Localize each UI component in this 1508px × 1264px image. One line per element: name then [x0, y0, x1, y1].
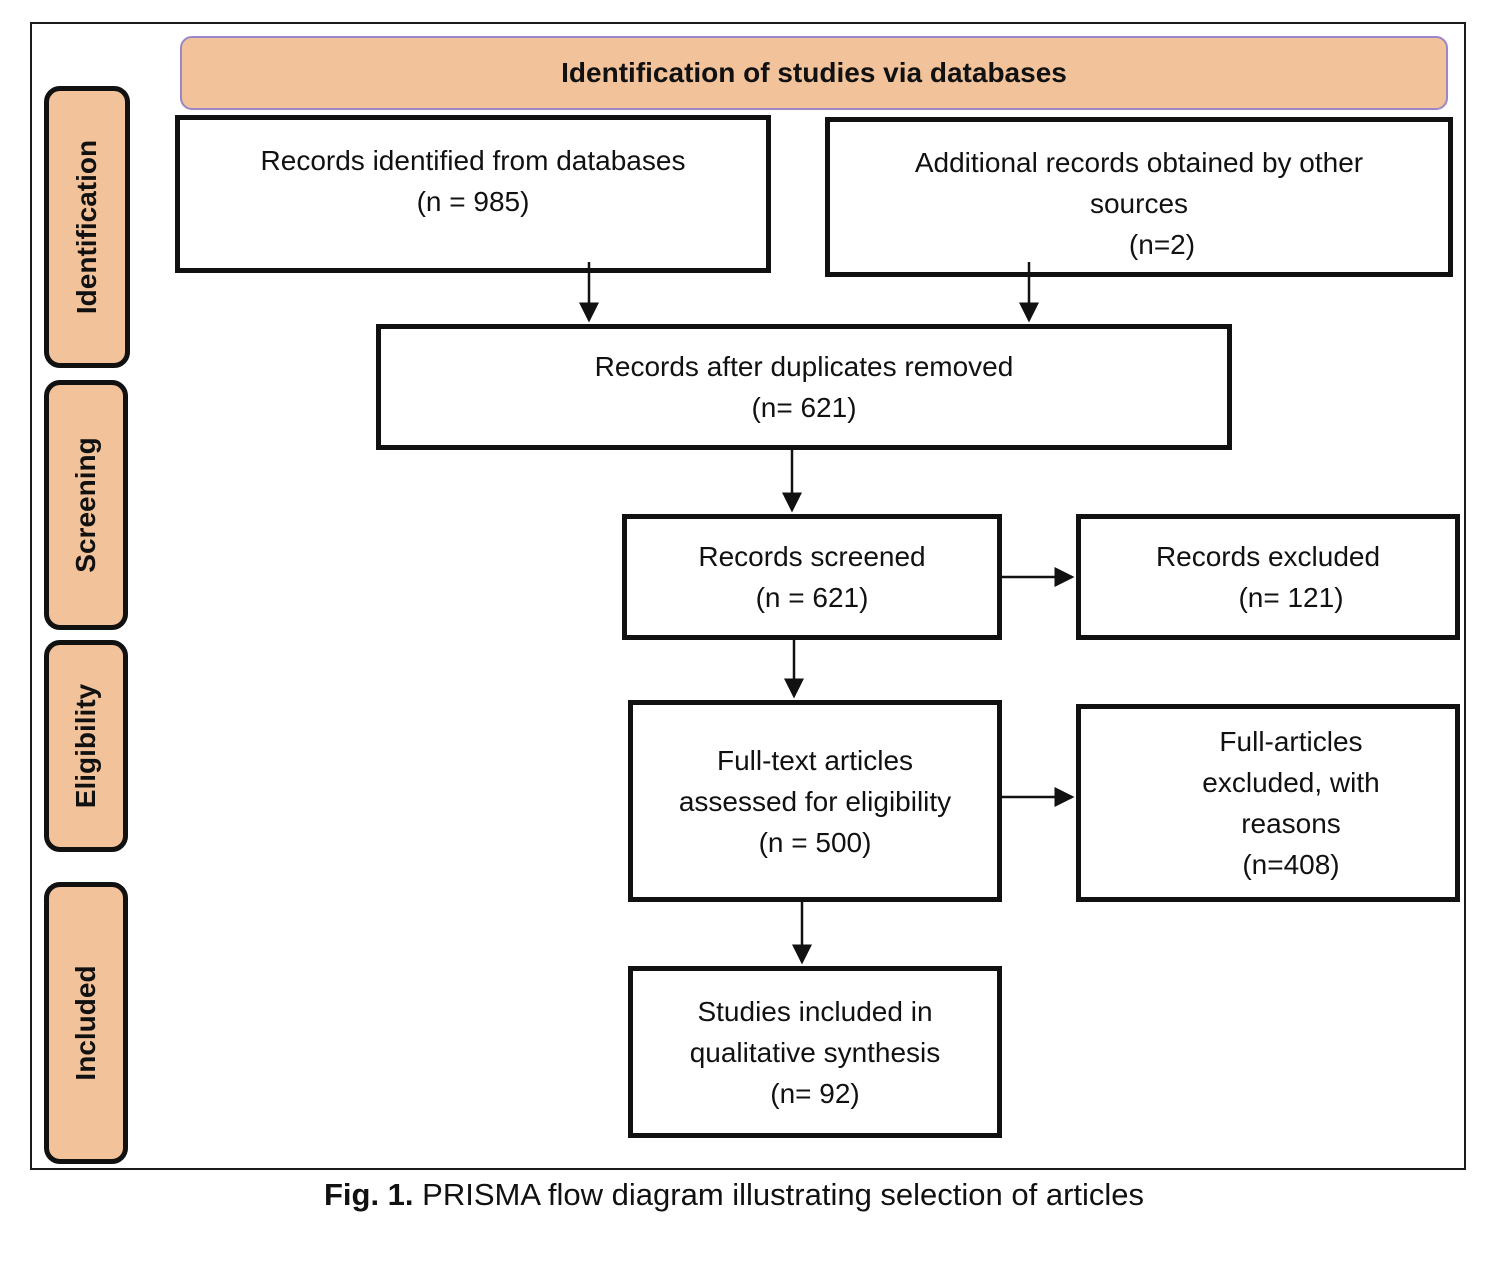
studies-included-count: (n= 92)	[770, 1077, 860, 1109]
box-full-text-assessed: Full-text articles assessed for eligibil…	[628, 700, 1002, 902]
records-identified-label: Records identified from databases	[260, 145, 686, 176]
after-duplicates-label: Records after duplicates removed	[594, 351, 1014, 382]
full-articles-excluded-label-line3: reasons	[1241, 808, 1341, 839]
studies-included-label-line1: Studies included in	[697, 995, 933, 1027]
full-articles-excluded-label-line1: Full-articles	[1219, 726, 1363, 757]
additional-records-label-line1: Additional records obtained by other	[914, 147, 1364, 178]
stage-included: Included	[44, 882, 128, 1164]
additional-records-count: (n=2)	[1128, 229, 1196, 260]
after-duplicates-count: (n= 621)	[751, 392, 857, 423]
box-full-articles-excluded: Full-articles excluded, with reasons (n=…	[1076, 704, 1460, 902]
header-title: Identification of studies via databases	[561, 57, 1067, 88]
box-records-identified: Records identified from databases (n = 9…	[175, 115, 771, 273]
box-records-screened: Records screened (n = 621)	[622, 514, 1002, 640]
figure-caption: Fig. 1. PRISMA flow diagram illustrating…	[0, 1177, 1468, 1213]
header-banner: Identification of studies via databases	[180, 36, 1448, 110]
box-additional-records: Additional records obtained by other sou…	[825, 117, 1453, 277]
records-screened-count: (n = 621)	[755, 582, 869, 613]
additional-records-label-line2: sources	[1089, 188, 1189, 219]
full-articles-excluded-count: (n=408)	[1242, 849, 1340, 880]
full-articles-excluded-label-line2: excluded, with	[1202, 767, 1380, 798]
stage-screening: Screening	[44, 380, 128, 630]
full-text-assessed-label-line1: Full-text articles	[716, 744, 914, 776]
records-identified-count: (n = 985)	[416, 186, 530, 217]
full-text-assessed-label-line2: assessed for eligibility	[678, 785, 952, 817]
stage-eligibility: Eligibility	[44, 640, 128, 852]
diagram-frame	[30, 22, 1466, 1170]
box-after-duplicates: Records after duplicates removed (n= 621…	[376, 324, 1232, 450]
records-excluded-count: (n= 121)	[1238, 582, 1344, 613]
records-screened-label: Records screened	[698, 541, 926, 572]
full-text-assessed-count: (n = 500)	[758, 826, 872, 858]
caption-prefix: Fig. 1.	[323, 1177, 414, 1212]
records-excluded-label: Records excluded	[1155, 541, 1381, 572]
caption-text: PRISMA flow diagram illustrating selecti…	[413, 1177, 1145, 1212]
box-records-excluded: Records excluded (n= 121)	[1076, 514, 1460, 640]
studies-included-label-line2: qualitative synthesis	[689, 1036, 941, 1068]
box-studies-included: Studies included in qualitative synthesi…	[628, 966, 1002, 1138]
stage-identification: Identification	[44, 86, 130, 368]
